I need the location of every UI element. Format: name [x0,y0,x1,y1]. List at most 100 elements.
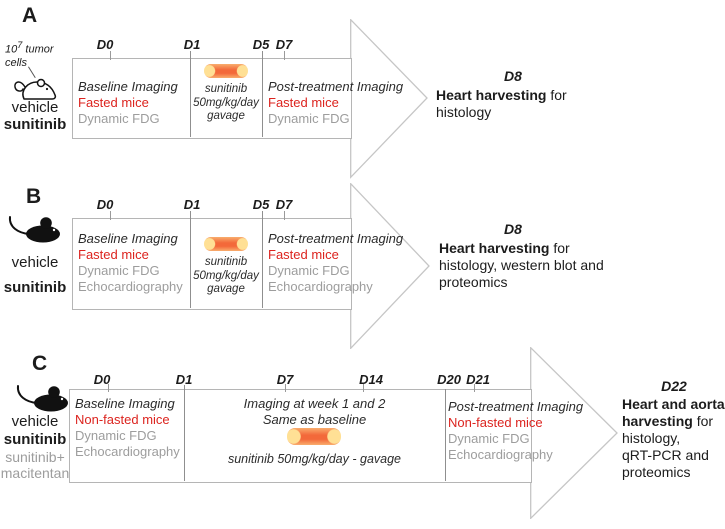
outcome-day-c: D22 [661,378,687,394]
group-label-sunitinib-plus-c: sunitinib+ [5,449,65,465]
day-label-d0-c: D0 [93,372,111,387]
mouse-silhouette-icon-c [16,385,68,412]
outcome-line4-c: qRT-PCR and [622,447,709,463]
day-label-d0-a: D0 [96,37,114,52]
divider-d1-c [184,385,185,481]
panel-a-letter: A [22,4,38,27]
tick-d7-c [285,384,286,392]
timeline-box-b [72,218,352,310]
tick-d0-a [110,51,111,60]
tick-d0-b [110,211,111,220]
panel-b-letter: B [26,185,42,208]
treatment-drug-b: sunitinib [204,256,248,268]
outcome-line2-a: histology [436,104,492,120]
tumor-cells-note: 107 tumor cells [5,39,54,70]
group-label-vehicle-a: vehicle [11,99,59,116]
divider-d1-a [190,51,191,137]
post-mice-b: Fasted mice [268,247,339,262]
divider-d5-a [262,51,263,137]
baseline-mice-c: Non-fasted mice [75,412,170,427]
tick-d7-b [284,211,285,220]
baseline-imaging-a: Dynamic FDG [78,111,160,126]
dose-line-c: sunitinib 50mg/kg/day - gavage [227,452,402,466]
outcome-line1-c: Heart and aorta [622,396,725,412]
day-label-d5-a: D5 [252,37,270,52]
panel-c-letter: C [32,352,48,375]
baseline-echo-b: Echocardiography [78,279,183,294]
group-label-sunitinib-c: sunitinib [3,431,67,448]
baseline-mice-b: Fasted mice [78,247,149,262]
post-title-a: Post-treatment Imaging [268,79,404,94]
treatment-route-b: gavage [207,283,245,295]
outcome-day-a: D8 [504,68,522,84]
capsule-icon-a [204,64,248,78]
day-label-d7-a: D7 [275,37,293,52]
outcome-line3-b: proteomics [439,274,508,290]
post-section-b: Post-treatment Imaging Fasted mice Dynam… [268,231,403,295]
group-label-sunitinib-b: sunitinib [3,279,67,296]
baseline-mice-a: Fasted mice [78,95,149,110]
outcome-line1-b: Heart harvesting for [439,240,570,256]
day-label-d1-c: D1 [175,372,193,387]
outcome-line1-a: Heart harvesting for [436,87,567,103]
mid-imaging-notes-c: Imaging at week 1 and 2 Same as baseline [184,396,445,428]
baseline-title-a: Baseline Imaging [78,79,178,94]
capsule-icon-b [204,237,248,251]
baseline-title-c: Baseline Imaging [75,396,175,411]
baseline-title-b: Baseline Imaging [78,231,178,246]
post-imaging-c: Dynamic FDG [448,431,530,446]
mouse-silhouette-icon-b [8,216,60,243]
tick-d21-c [474,384,475,392]
day-label-d21-c: D21 [466,372,490,387]
outcome-line2-c: harvesting for [622,413,714,429]
mouse-outline-icon [14,78,57,100]
treatment-dose-b: 50mg/kg/day [193,269,259,282]
post-imaging-b: Dynamic FDG [268,263,350,278]
group-label-vehicle-b: vehicle [11,254,59,271]
divider-d20-c [445,389,446,481]
group-label-vehicle-c: vehicle [11,413,59,430]
outcome-day-b: D8 [504,221,522,237]
outcome-line3-c: histology, [622,430,681,446]
post-title-c: Post-treatment Imaging [448,399,584,414]
baseline-imaging-c: Dynamic FDG [75,428,157,443]
group-label-macitentan-c: macitentan [0,465,70,481]
outcome-line2-b: histology, western blot and [439,257,604,273]
outcome-text-a: Heart harvesting for histology [436,87,567,121]
tick-d14-c [363,384,364,392]
day-label-d20-c: D20 [437,372,461,387]
post-section-a: Post-treatment Imaging Fasted mice Dynam… [268,79,403,127]
day-label-d7-b: D7 [275,197,293,212]
post-mice-c: Non-fasted mice [448,415,543,430]
mid-note2-c: Same as baseline [262,412,367,427]
treatment-drug-a: sunitinib [204,83,248,95]
day-label-d1-a: D1 [183,37,201,52]
post-echo-c: Echocardiography [448,447,553,462]
treatment-route-a: gavage [207,110,245,122]
outcome-text-c: Heart and aorta harvesting for histology… [622,396,725,481]
tick-d0-c [108,384,109,392]
post-mice-a: Fasted mice [268,95,339,110]
mid-note1-c: Imaging at week 1 and 2 [243,396,386,411]
post-section-c: Post-treatment Imaging Non-fasted mice D… [448,399,583,463]
baseline-section-c: Baseline Imaging Non-fasted mice Dynamic… [75,396,180,460]
baseline-imaging-b: Dynamic FDG [78,263,160,278]
outcome-line5-c: proteomics [622,464,691,480]
baseline-echo-c: Echocardiography [75,444,180,459]
post-echo-b: Echocardiography [268,279,373,294]
treatment-text-a: sunitinib 50mg/kg/day gavage [188,83,264,124]
baseline-section-a: Baseline Imaging Fasted mice Dynamic FDG [78,79,178,127]
treatment-dose-a: 50mg/kg/day [193,96,259,109]
divider-d1-b [190,211,191,308]
capsule-icon-c [287,428,341,445]
post-imaging-a: Dynamic FDG [268,111,350,126]
day-label-d1-b: D1 [183,197,201,212]
divider-d5-b [262,211,263,308]
tumor-cells-line2: cells [5,56,28,69]
baseline-section-b: Baseline Imaging Fasted mice Dynamic FDG… [78,231,183,295]
day-label-d5-b: D5 [252,197,270,212]
tick-d7-a [284,51,285,60]
post-title-b: Post-treatment Imaging [268,231,404,246]
treatment-text-b: sunitinib 50mg/kg/day gavage [188,256,264,297]
